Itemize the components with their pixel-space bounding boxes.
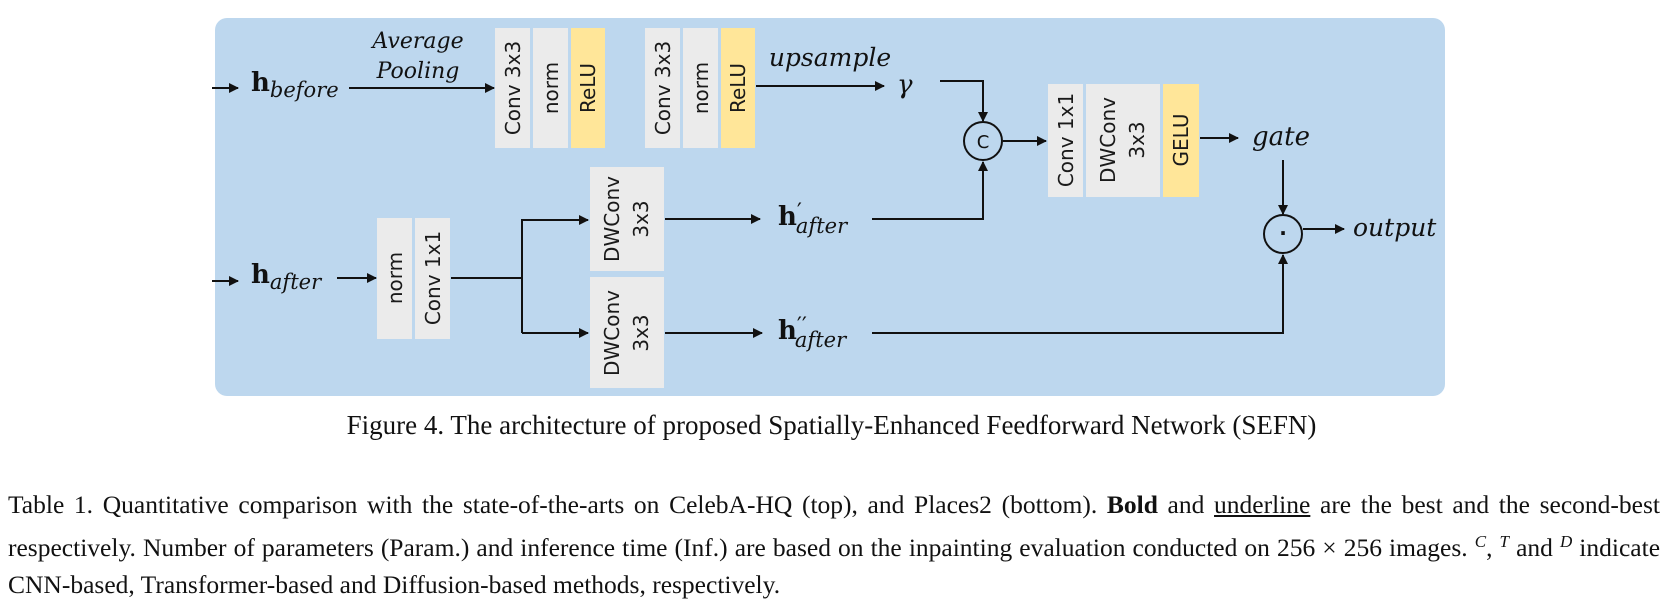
h-after-sub: after: [270, 270, 323, 294]
h-before-label: hbefore: [251, 68, 339, 102]
h-after-dprime-mark: ′′: [797, 314, 807, 339]
dwconv-label-top-line1: DWConv: [600, 176, 624, 262]
dwconv-block-d: [1086, 84, 1160, 197]
h-after-prime-mark: ′: [797, 200, 802, 225]
gamma-label: γ: [897, 70, 913, 100]
hdprime-to-multiply-line: [872, 254, 1288, 334]
conv3x3-block-a: [495, 28, 530, 148]
h-after-dprime-sub: after: [795, 328, 848, 352]
table-caption-part4: ,: [1486, 533, 1500, 562]
table-caption-sup-t: T: [1499, 532, 1509, 551]
conv1x1-label-d: Conv 1x1: [1054, 93, 1078, 187]
gelu-block-d: [1163, 84, 1199, 197]
conv1x1-label-c: Conv 1x1: [421, 231, 445, 325]
sefn-architecture-diagram: hbefore Average Pooling Conv 3x3 norm Re…: [212, 18, 1445, 396]
dwconv-label-d-line1: DWConv: [1096, 97, 1120, 183]
average-pooling-label-line2: Pooling: [376, 59, 460, 84]
upsample-label: upsample: [769, 43, 891, 72]
figure-caption: Figure 4. The architecture of proposed S…: [346, 410, 1317, 440]
table-caption-part1: Table 1. Quantitative comparison with th…: [8, 490, 1107, 519]
average-pooling-label-line1: Average: [370, 29, 463, 54]
table-caption-part5: and: [1509, 533, 1560, 562]
multiply-node: [1263, 214, 1303, 254]
h-before-main: h: [251, 68, 270, 98]
relu-block-a: [571, 28, 605, 148]
dwconv-block-top: [590, 167, 664, 271]
h-after-prime-sub: after: [796, 214, 849, 238]
table-caption-sup-d: D: [1559, 532, 1573, 551]
h-after-dprime-main: h: [778, 316, 797, 346]
table-caption: Table 1. Quantitative comparison with th…: [8, 486, 1660, 603]
norm-label-c: norm: [383, 252, 407, 304]
table-caption-underline-word: underline: [1214, 490, 1311, 519]
dwconv-label-bottom-line1: DWConv: [600, 290, 624, 376]
gamma-to-concat-line: [940, 80, 988, 122]
dwconv-block-bottom: [590, 277, 664, 388]
table-caption-sup-c: C: [1474, 532, 1487, 551]
conv1x1-block-c: [415, 218, 450, 339]
h-after-prime-label: h′after: [778, 200, 849, 238]
dwconv-label-top-line2: 3x3: [629, 200, 653, 237]
table-caption-part2: and: [1157, 490, 1215, 519]
multiply-symbol: ·: [1279, 221, 1287, 245]
relu-block-b: [721, 28, 755, 148]
norm-block-a: [533, 28, 568, 148]
gate-label: gate: [1252, 122, 1310, 152]
norm-label-b: norm: [689, 62, 713, 114]
concat-symbol: C: [977, 132, 990, 153]
hprime-to-concat-line: [872, 161, 988, 220]
dwconv-label-d-line2: 3x3: [1125, 121, 1149, 158]
h-before-sub: before: [270, 78, 339, 102]
norm-label-a: norm: [539, 62, 563, 114]
norm-block-b: [683, 28, 718, 148]
h-after-main: h: [251, 260, 270, 290]
h-after-label: hafter: [251, 260, 323, 294]
conv1x1-block-d: [1048, 84, 1083, 197]
table-caption-bold-word: Bold: [1106, 490, 1158, 519]
relu-label-a: ReLU: [576, 63, 600, 113]
gelu-label-d: GELU: [1169, 114, 1193, 167]
conv3x3-label-a: Conv 3x3: [501, 41, 525, 135]
h-after-prime-main: h: [778, 202, 797, 232]
conv3x3-block-b: [645, 28, 680, 148]
h-after-dprime-label: h′′after: [778, 314, 848, 352]
relu-label-b: ReLU: [726, 63, 750, 113]
dwconv-label-bottom-line2: 3x3: [629, 314, 653, 351]
table-caption-part3: are the best and the second-best respect…: [8, 490, 1660, 562]
output-label: output: [1353, 213, 1437, 242]
norm-block-c: [377, 218, 412, 339]
concat-node: [963, 121, 1003, 161]
conv3x3-label-b: Conv 3x3: [651, 41, 675, 135]
